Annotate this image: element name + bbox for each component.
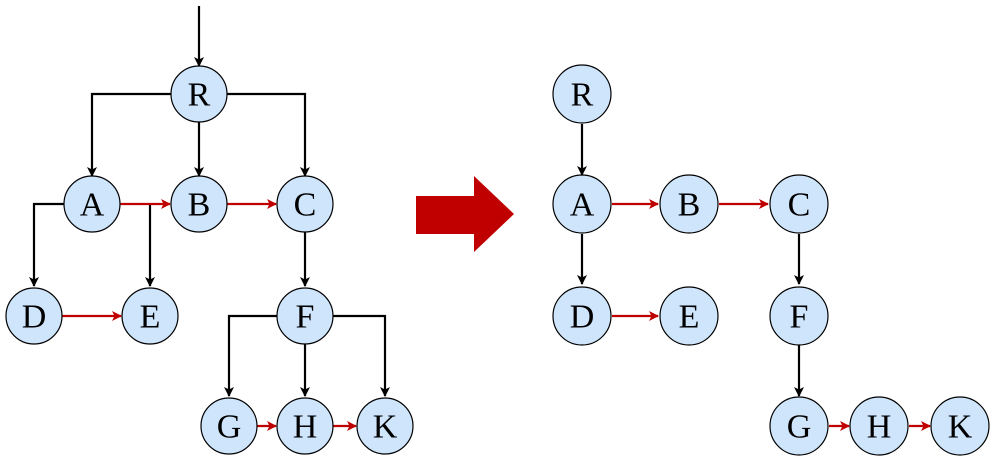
right-node-f: F <box>769 286 829 346</box>
left-node-g-label: G <box>217 409 242 446</box>
right-node-g: G <box>769 396 829 456</box>
left-node-c: C <box>276 175 334 233</box>
right-node-c-label: C <box>788 187 811 224</box>
left-edge-r-a <box>87 92 171 177</box>
right-node-h: H <box>849 396 909 456</box>
left-node-f-label: F <box>296 299 315 336</box>
right-node-d: D <box>552 286 612 346</box>
left-tree-nodes: R A B C D E F G <box>5 65 414 455</box>
left-node-d: D <box>5 287 63 345</box>
left-node-f: F <box>276 287 334 345</box>
right-node-f-label: F <box>790 299 809 336</box>
right-node-b: B <box>659 174 719 234</box>
left-node-a: A <box>63 175 121 233</box>
right-node-a-label: A <box>570 187 595 224</box>
right-tree-nodes: R A B C D E F G <box>552 64 990 456</box>
left-node-k-label: K <box>373 409 398 446</box>
right-node-k-label: K <box>948 409 973 446</box>
left-node-e: E <box>121 287 179 345</box>
right-node-e: E <box>659 286 719 346</box>
left-node-b: B <box>170 175 228 233</box>
left-node-r: R <box>170 65 228 123</box>
right-node-a: A <box>552 174 612 234</box>
right-node-e-label: E <box>679 299 700 336</box>
right-node-r: R <box>552 64 612 124</box>
left-node-d-label: D <box>22 299 47 336</box>
left-node-h: H <box>276 397 334 455</box>
left-node-a-label: A <box>80 187 105 224</box>
right-node-g-label: G <box>787 409 812 446</box>
left-edge-a-d <box>29 202 64 287</box>
right-node-r-label: R <box>571 77 594 114</box>
left-tree-edges <box>29 6 390 431</box>
right-node-d-label: D <box>570 299 595 336</box>
left-node-c-label: C <box>294 187 317 224</box>
left-node-r-label: R <box>188 77 211 114</box>
left-node-e-label: E <box>140 299 161 336</box>
right-tree-edges <box>577 124 931 431</box>
right-block-arrow-icon <box>416 176 514 252</box>
left-node-g: G <box>200 397 258 455</box>
left-node-b-label: B <box>188 187 211 224</box>
left-node-k: K <box>356 397 414 455</box>
right-node-k: K <box>930 396 990 456</box>
left-node-h-label: H <box>293 409 318 446</box>
left-edge-f-g <box>224 314 277 397</box>
right-node-c: C <box>769 174 829 234</box>
left-edge-f-k <box>333 314 390 397</box>
right-node-b-label: B <box>678 187 701 224</box>
right-node-h-label: H <box>867 409 892 446</box>
left-edge-r-c <box>227 92 310 177</box>
